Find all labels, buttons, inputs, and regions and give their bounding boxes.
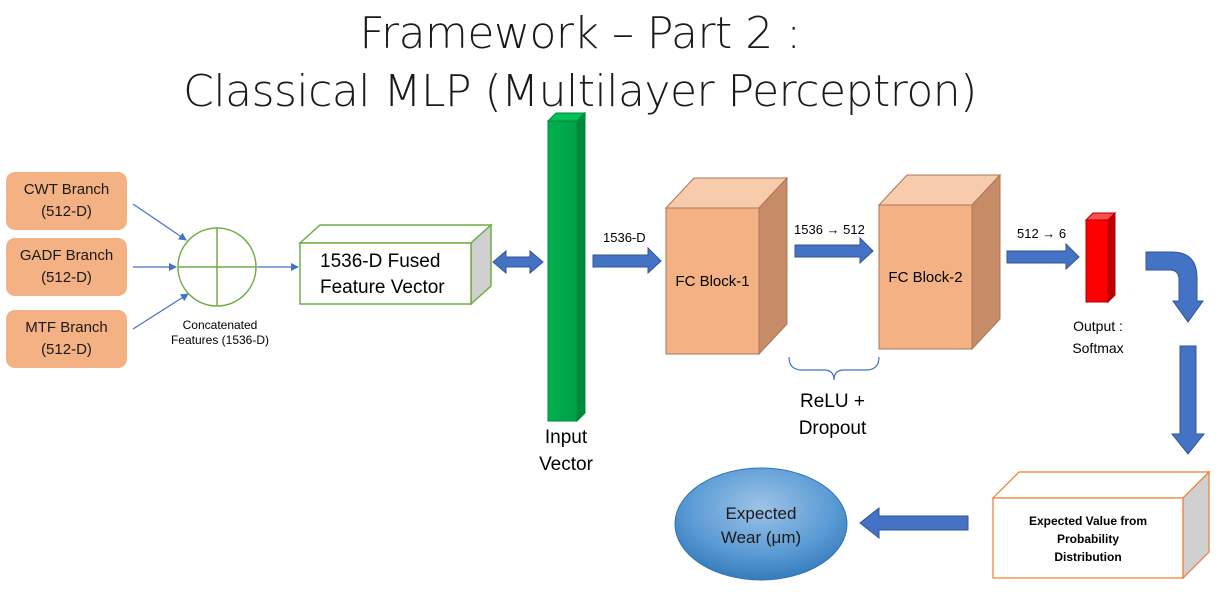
input-vector-label: Input Vector bbox=[526, 424, 606, 478]
input-vector-label-line2: Vector bbox=[539, 454, 593, 475]
branch-cwt-name: CWT Branch bbox=[23, 181, 110, 198]
fused-label-line2: Feature Vector bbox=[320, 277, 445, 298]
arrow-fc2-to-output bbox=[1006, 242, 1080, 271]
expected-value-label-line2: Probability bbox=[1056, 532, 1119, 546]
branch-mtf-name: MTF Branch bbox=[25, 319, 108, 336]
expected-wear-label-line1: Expected bbox=[725, 504, 797, 523]
output-label-line1: Output : bbox=[1073, 318, 1123, 334]
fc-block-2 bbox=[877, 173, 1002, 351]
branch-cwt-dim: (512-D) bbox=[41, 203, 92, 220]
bidirectional-arrow bbox=[492, 249, 544, 275]
concat-label: Concatenated Features (1536-D) bbox=[160, 318, 280, 348]
activation-label-line1: ReLU + bbox=[800, 391, 865, 412]
fused-feature-box bbox=[298, 223, 493, 306]
arrow-fc1-to-fc2 bbox=[794, 236, 874, 265]
branch-gadf: GADF Branch (512-D) bbox=[6, 238, 127, 296]
concat-label-line2: Features (1536-D) bbox=[170, 333, 270, 347]
arrow-label-fc2-output: 512 → 6 bbox=[1017, 226, 1067, 241]
arrow-down-to-expected bbox=[1170, 345, 1206, 455]
fc-block-1 bbox=[664, 176, 789, 356]
concat-circle bbox=[177, 227, 257, 307]
expected-value-label: Expected Value from Probability Distribu… bbox=[993, 512, 1183, 566]
expected-value-label-line3: Distribution bbox=[1054, 550, 1122, 564]
fc2-label: FC Block-2 bbox=[888, 269, 963, 286]
arrow-input-to-fc1 bbox=[592, 246, 662, 275]
arrow-label-fc1-fc2: 1536 → 512 bbox=[794, 222, 865, 237]
expected-value-label-line1: Expected Value from bbox=[1028, 514, 1148, 528]
branch-mtf: MTF Branch (512-D) bbox=[6, 310, 127, 368]
activation-label-line2: Dropout bbox=[798, 418, 867, 439]
input-vector-bar bbox=[546, 111, 587, 423]
title-line-2: Classical MLP (Multilayer Perceptron) bbox=[183, 66, 977, 117]
connector-cwt-to-concat bbox=[132, 203, 187, 241]
fused-label-line1: 1536-D Fused bbox=[320, 251, 441, 272]
activation-bracket bbox=[788, 356, 880, 381]
arrow-to-expected-wear bbox=[859, 506, 969, 540]
output-label-line2: Softmax bbox=[1072, 340, 1124, 356]
branch-cwt: CWT Branch (512-D) bbox=[6, 172, 127, 230]
fc1-label: FC Block-1 bbox=[675, 273, 750, 290]
output-softmax-block bbox=[1084, 211, 1117, 304]
connector-mtf-to-concat bbox=[132, 293, 189, 330]
output-label: Output : Softmax bbox=[1058, 315, 1138, 359]
activation-label: ReLU + Dropout bbox=[780, 388, 885, 442]
branch-gadf-dim: (512-D) bbox=[41, 269, 92, 286]
branch-gadf-name: GADF Branch bbox=[19, 247, 114, 264]
input-vector-label-line1: Input bbox=[544, 427, 588, 448]
expected-wear-label-line2: Wear (μm) bbox=[720, 528, 802, 547]
branch-mtf-dim: (512-D) bbox=[41, 341, 92, 358]
expected-wear-label: Expected Wear (μm) bbox=[700, 502, 822, 550]
arrow-label-input: 1536-D bbox=[603, 230, 646, 245]
expected-wear-ellipse bbox=[674, 467, 848, 581]
curved-arrow-down bbox=[1145, 251, 1204, 323]
concat-label-line1: Concatenated bbox=[182, 318, 258, 332]
title-line-1: Framework – Part 2 : bbox=[359, 8, 801, 59]
fused-label: 1536-D Fused Feature Vector bbox=[320, 249, 445, 301]
expected-value-box bbox=[991, 470, 1211, 580]
